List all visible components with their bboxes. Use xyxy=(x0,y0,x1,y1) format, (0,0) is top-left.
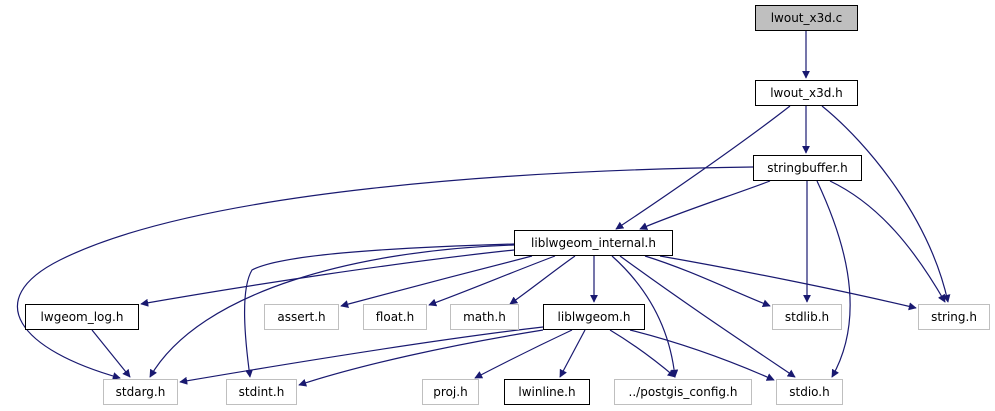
node-postgis-config-h: ../postgis_config.h xyxy=(614,379,752,405)
edge-liblwgeom-internal-h-to-assert-h xyxy=(340,255,533,308)
edge-liblwgeom-h-to-postgis-config-h xyxy=(609,329,676,378)
node-lwinline-h[interactable]: lwinline.h xyxy=(504,379,590,405)
node-lwout-x3d-c[interactable]: lwout_x3d.c xyxy=(755,5,858,31)
edge-liblwgeom-internal-h-to-stdlib-h xyxy=(644,255,771,308)
edge-lwout-x3d-h-to-string-h xyxy=(821,105,951,303)
edge-liblwgeom-internal-h-to-stdarg-h xyxy=(149,244,515,378)
edge-liblwgeom-internal-h-to-stdint-h xyxy=(243,243,515,378)
node-math-h: math.h xyxy=(450,304,519,330)
edge-lwgeom-log-h-to-stdarg-h xyxy=(91,329,131,378)
edge-liblwgeom-h-to-stdint-h xyxy=(298,329,544,387)
edge-liblwgeom-internal-h-to-stdio-h xyxy=(619,255,796,378)
edge-stringbuffer-h-to-liblwgeom-internal-h xyxy=(639,180,771,230)
edge-liblwgeom-h-to-stdarg-h xyxy=(179,326,544,385)
edge-lwout-x3d-h-to-liblwgeom-internal-h xyxy=(615,105,791,230)
node-stdlib-h: stdlib.h xyxy=(772,304,842,330)
node-string-h: string.h xyxy=(918,304,990,330)
node-lwout-x3d-h[interactable]: lwout_x3d.h xyxy=(755,80,858,106)
edge-liblwgeom-internal-h-to-float-h xyxy=(428,255,556,307)
edge-liblwgeom-internal-h-to-postgis-config-h xyxy=(611,255,679,378)
node-float-h: float.h xyxy=(363,304,427,330)
node-assert-h: assert.h xyxy=(264,304,339,330)
node-stdarg-h: stdarg.h xyxy=(103,379,178,405)
edge-stringbuffer-h-to-stdio-h xyxy=(816,180,851,378)
node-stdint-h: stdint.h xyxy=(226,379,297,405)
edge-liblwgeom-internal-h-to-string-h xyxy=(659,255,917,311)
node-proj-h: proj.h xyxy=(422,379,479,405)
edge-liblwgeom-h-to-lwinline-h xyxy=(559,329,586,378)
edge-stringbuffer-h-to-string-h xyxy=(829,180,946,303)
edge-stringbuffer-h-to-stdarg-h xyxy=(16,166,754,380)
node-stdio-h: stdio.h xyxy=(776,379,843,405)
node-lwgeom-log-h[interactable]: lwgeom_log.h xyxy=(25,304,139,330)
edge-liblwgeom-internal-h-to-math-h xyxy=(509,255,576,305)
node-liblwgeom-internal-h[interactable]: liblwgeom_internal.h xyxy=(514,230,673,256)
edge-liblwgeom-h-to-proj-h xyxy=(474,329,573,379)
edge-liblwgeom-h-to-stdio-h xyxy=(629,329,775,381)
edge-liblwgeom-internal-h-to-lwgeom-log-h xyxy=(140,249,515,307)
node-liblwgeom-h[interactable]: liblwgeom.h xyxy=(543,304,645,330)
node-stringbuffer-h[interactable]: stringbuffer.h xyxy=(753,155,862,181)
